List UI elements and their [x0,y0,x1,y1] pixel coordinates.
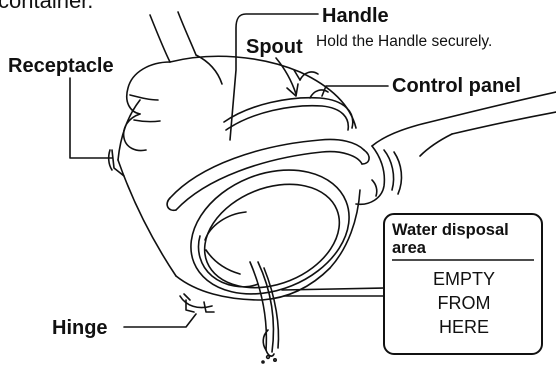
callout-title-line1: Water disposal [392,222,552,239]
inner-lid-illustration [199,212,259,287]
callout-line-empty: EMPTY [394,270,534,288]
receptacle-label: Receptacle [8,56,114,76]
hinge-leader-line [124,314,196,327]
callout-line-here: HERE [394,318,534,336]
lid-illustration [224,70,353,130]
callout-pointer-line [282,288,384,290]
left-hand-illustration [124,12,222,151]
hinge-label: Hinge [52,318,108,338]
water-stream-illustration [250,262,278,363]
spout-leader-line [276,58,296,94]
callout-title-line2: area [392,240,552,257]
handle-label: Handle [322,6,389,26]
receptacle-leader-line [70,78,112,158]
callout-line-from: FROM [394,294,534,312]
handle-illustration [167,139,369,210]
right-hand-illustration [356,92,556,204]
control-panel-label: Control panel [392,76,521,96]
hinge-illustration [180,294,214,312]
spout-label: Spout [246,37,303,57]
handle-note: Hold the Handle securely. [316,34,492,50]
caption-fragment: container. [0,0,93,12]
